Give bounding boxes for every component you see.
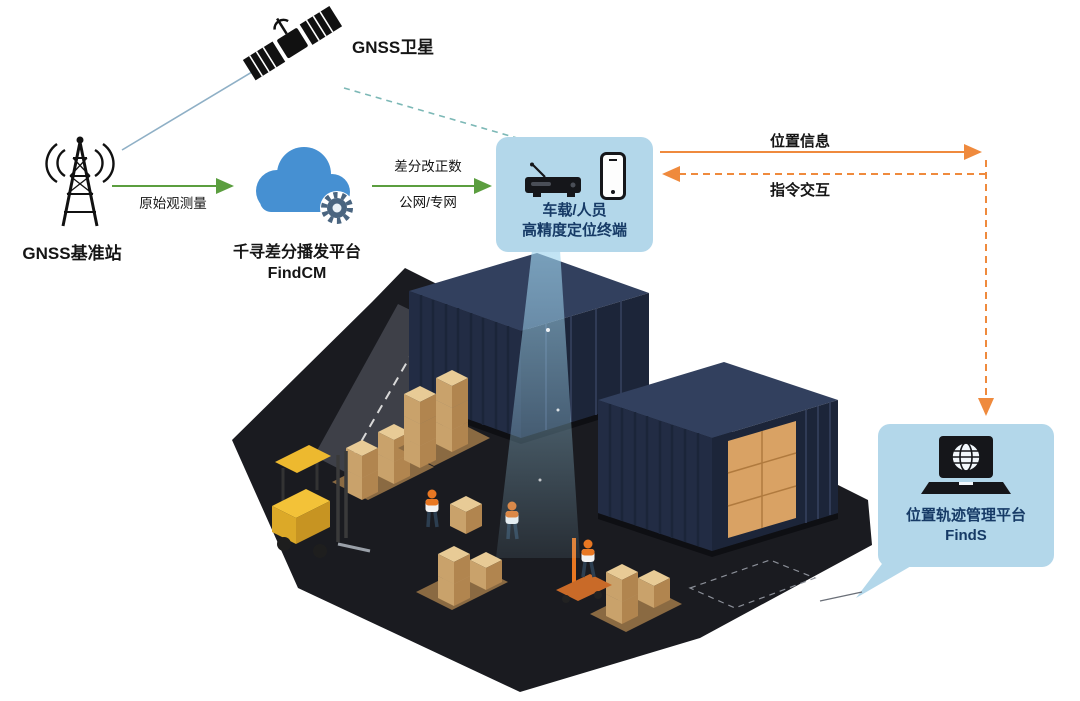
cloud-label-line1: 千寻差分播发平台 (232, 244, 361, 261)
beam-sparkle (546, 328, 550, 332)
command-interaction-label: 指令交互 (769, 182, 830, 199)
base-station-label: GNSS基准站 (22, 244, 122, 263)
terminal-devices (523, 147, 627, 201)
container-ribs (608, 404, 700, 546)
forklift-mast (336, 451, 348, 542)
vehicle-receiver-icon (524, 162, 581, 197)
forklift (272, 445, 371, 558)
base-station-icon (45, 136, 115, 227)
position-info-label: 位置信息 (769, 133, 830, 150)
worker (581, 539, 596, 578)
cargo-box-lines (727, 431, 797, 528)
laptop-globe-icon (921, 436, 1011, 494)
loose-box (450, 496, 482, 534)
raw-observation-label: 原始观测量 (139, 196, 207, 211)
terminal-label-line2: 高精度定位终端 (521, 222, 627, 239)
correction-label-line2: 公网/专网 (399, 195, 457, 210)
track-platform-label-line1: 位置轨迹管理平台 (905, 507, 1026, 524)
gear-icon (321, 192, 353, 224)
pallet-stack-tall (398, 370, 490, 468)
cloud-findcm-icon (256, 147, 354, 225)
container-ribs (419, 295, 510, 433)
warehouse-scene (232, 250, 872, 692)
gnss-base-station-node (25, 130, 145, 238)
satellite-to-base-link (121, 65, 263, 151)
satellite-icon (242, 5, 343, 81)
platform-to-scene-link (819, 591, 863, 602)
container-2 (598, 362, 838, 557)
lane-marking (345, 321, 431, 469)
track-platform-label-line2: FindS (945, 527, 987, 544)
satellite-to-terminal-link (343, 87, 525, 141)
cloud-label-line2: FindCM (267, 265, 327, 282)
pallet-bottom-right (590, 564, 682, 632)
cloud-platform-label: 千寻差分播发平台 FindCM (212, 242, 382, 284)
gnss-satellite-node (238, 2, 348, 90)
beam-sparkle (556, 408, 560, 412)
forklift-forks (337, 542, 371, 553)
smartphone-icon (599, 152, 626, 200)
worker (425, 489, 439, 528)
container-door-rods (805, 402, 831, 523)
cloud-platform-node (232, 134, 372, 236)
beam-sparkle (538, 478, 542, 482)
correction-label-line1: 差分改正数 (394, 159, 462, 174)
track-platform-panel: 位置轨迹管理平台 FindS (878, 424, 1054, 567)
terminal-panel: 车载/人员 高精度定位终端 (496, 137, 653, 252)
satellite-label: GNSS卫星 (352, 38, 435, 57)
pallet-bottom-middle (416, 546, 508, 610)
terminal-label-line1: 车载/人员 (542, 202, 607, 219)
positioning-beam (496, 250, 580, 558)
parking-marking (688, 559, 817, 609)
